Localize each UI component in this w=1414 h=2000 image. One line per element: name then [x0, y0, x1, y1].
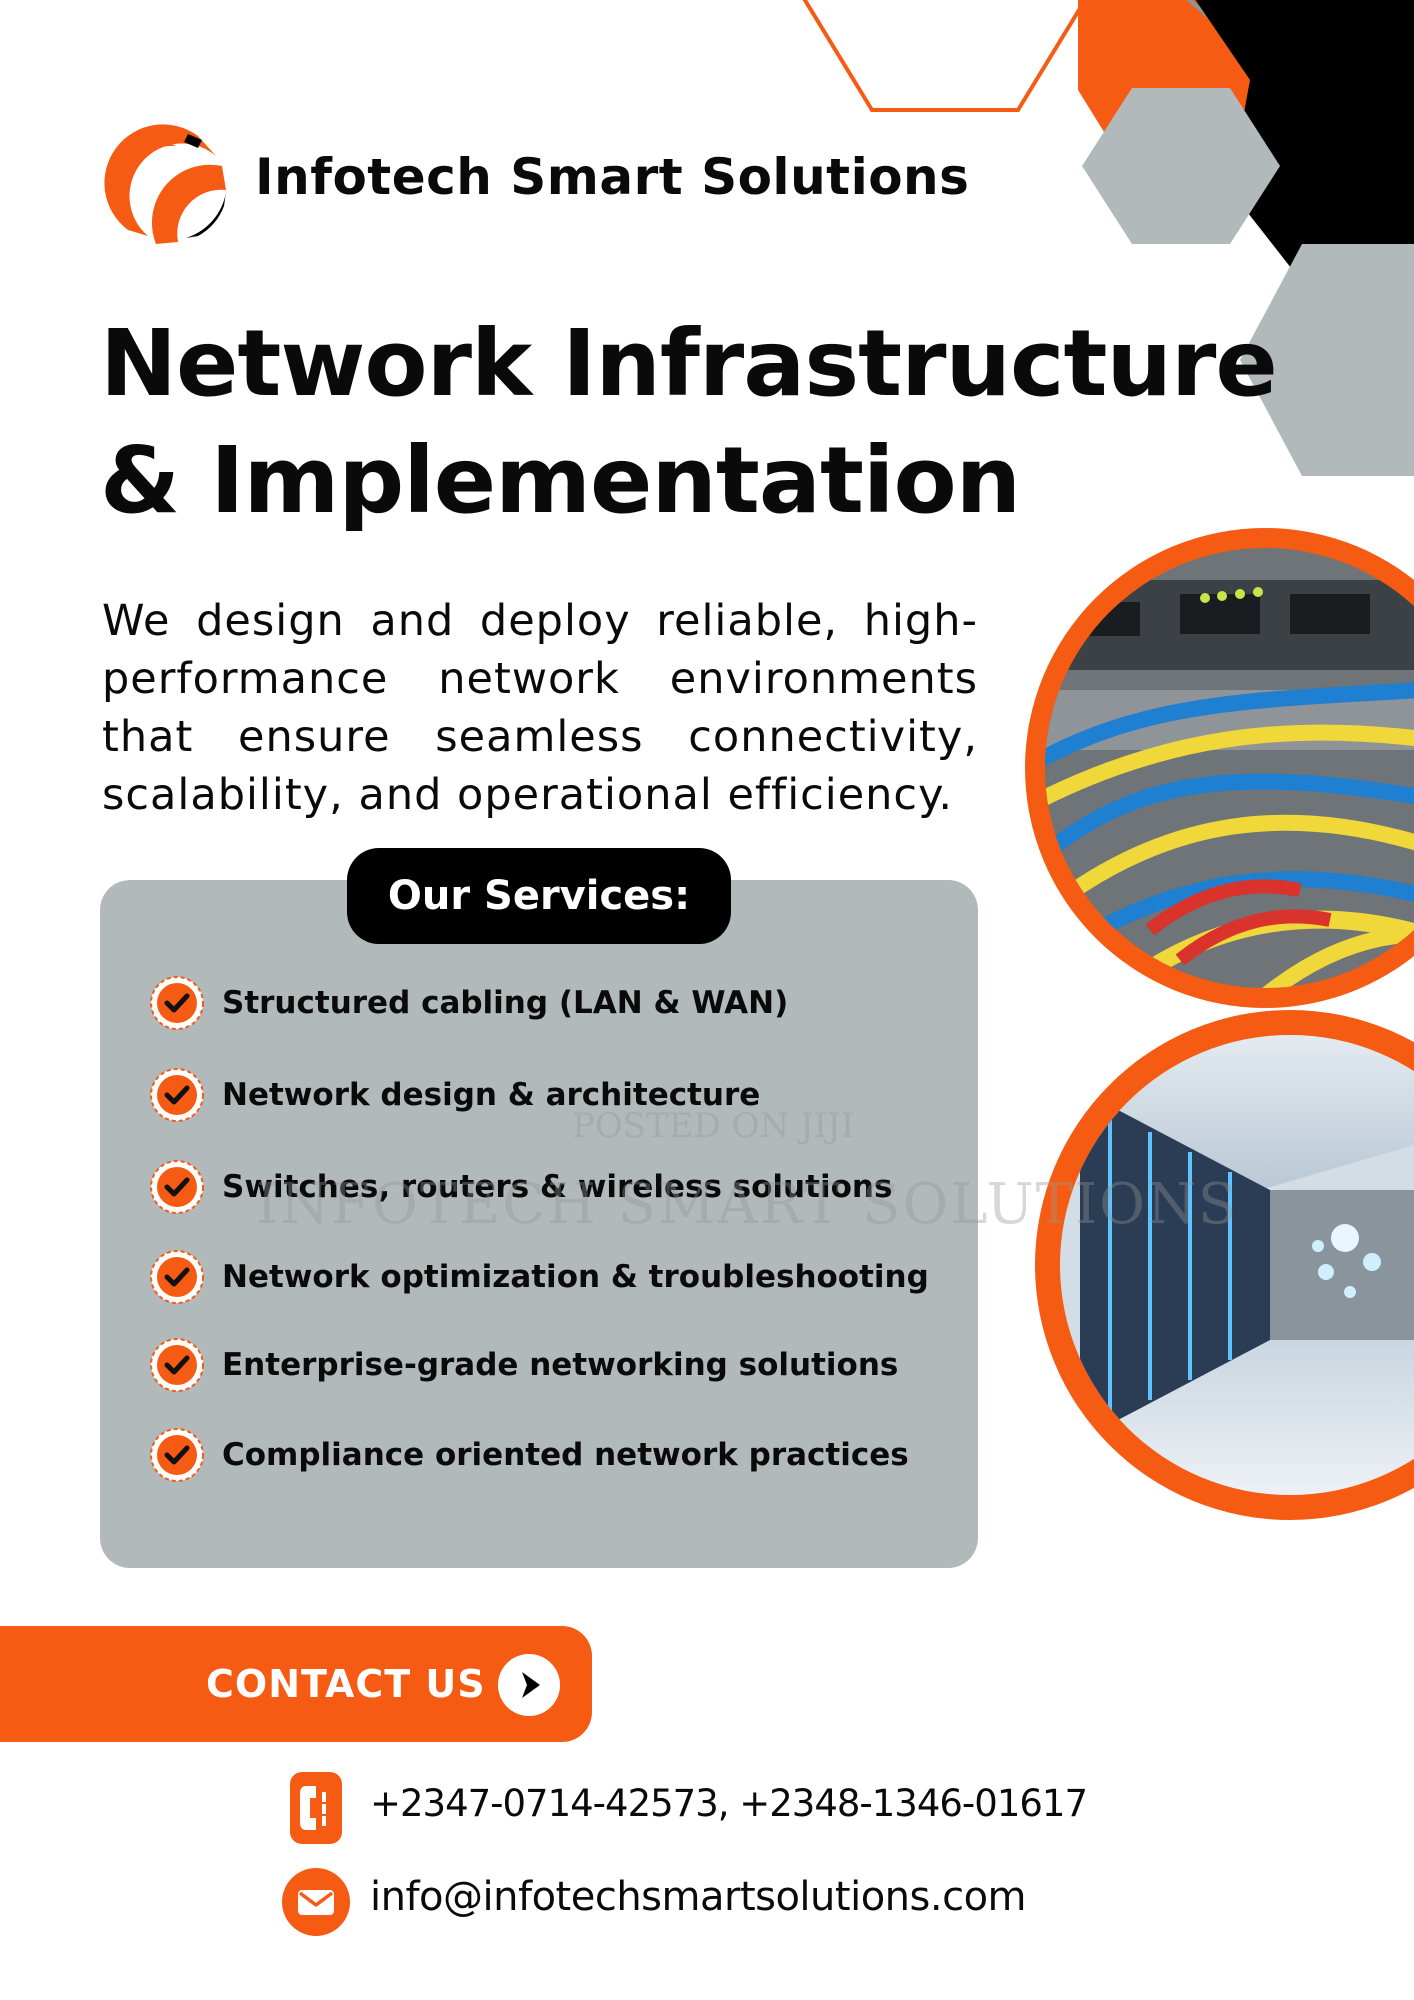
envelope-icon [282, 1868, 350, 1936]
service-label: Network design & architecture [222, 1077, 761, 1113]
contact-us-button[interactable]: CONTACT US [0, 1626, 592, 1742]
intro-paragraph: We design and deploy reliable, high-perf… [102, 596, 978, 820]
hexagon-grey-upper [1082, 88, 1280, 244]
phone-icon [290, 1772, 342, 1844]
service-label: Compliance oriented network practices [222, 1437, 909, 1473]
service-item: Switches, routers & wireless solutions [150, 1160, 892, 1214]
service-label: Network optimization & troubleshooting [222, 1259, 929, 1295]
phone-numbers[interactable]: +2347-0714-42573, +2348-1346-01617 [370, 1782, 1088, 1825]
check-badge-icon [150, 976, 204, 1030]
hexagon-grey-right [1240, 244, 1414, 476]
brand-name: Infotech Smart Solutions [255, 148, 970, 206]
check-badge-icon [150, 1068, 204, 1122]
services-title: Our Services: [347, 848, 731, 944]
hexagon-outline-orange [802, 0, 1088, 112]
check-badge-icon [150, 1160, 204, 1214]
service-item: Compliance oriented network practices [150, 1428, 909, 1482]
title-line-1: Network Infrastructure [100, 310, 1278, 417]
service-label: Enterprise-grade networking solutions [222, 1347, 899, 1383]
services-panel [100, 880, 978, 1568]
service-item: Network design & architecture [150, 1068, 760, 1122]
play-arrow-icon [498, 1654, 560, 1716]
service-label: Switches, routers & wireless solutions [222, 1169, 893, 1205]
email-address[interactable]: info@infotechsmartsolutions.com [370, 1874, 1027, 1920]
striped-orange-sphere-logo [104, 124, 226, 244]
hexagon-outline-grey [1186, 0, 1414, 20]
service-label: Structured cabling (LAN & WAN) [222, 985, 789, 1021]
service-item: Network optimization & troubleshooting [150, 1250, 929, 1304]
check-badge-icon [150, 1428, 204, 1482]
service-item: Enterprise-grade networking solutions [150, 1338, 898, 1392]
page-title: Network Infrastructure & Implementation [100, 305, 1278, 539]
service-item: Structured cabling (LAN & WAN) [150, 976, 788, 1030]
check-badge-icon [150, 1338, 204, 1392]
check-badge-icon [150, 1250, 204, 1304]
contact-us-label: CONTACT US [206, 1662, 486, 1706]
title-line-2: & Implementation [100, 427, 1021, 534]
